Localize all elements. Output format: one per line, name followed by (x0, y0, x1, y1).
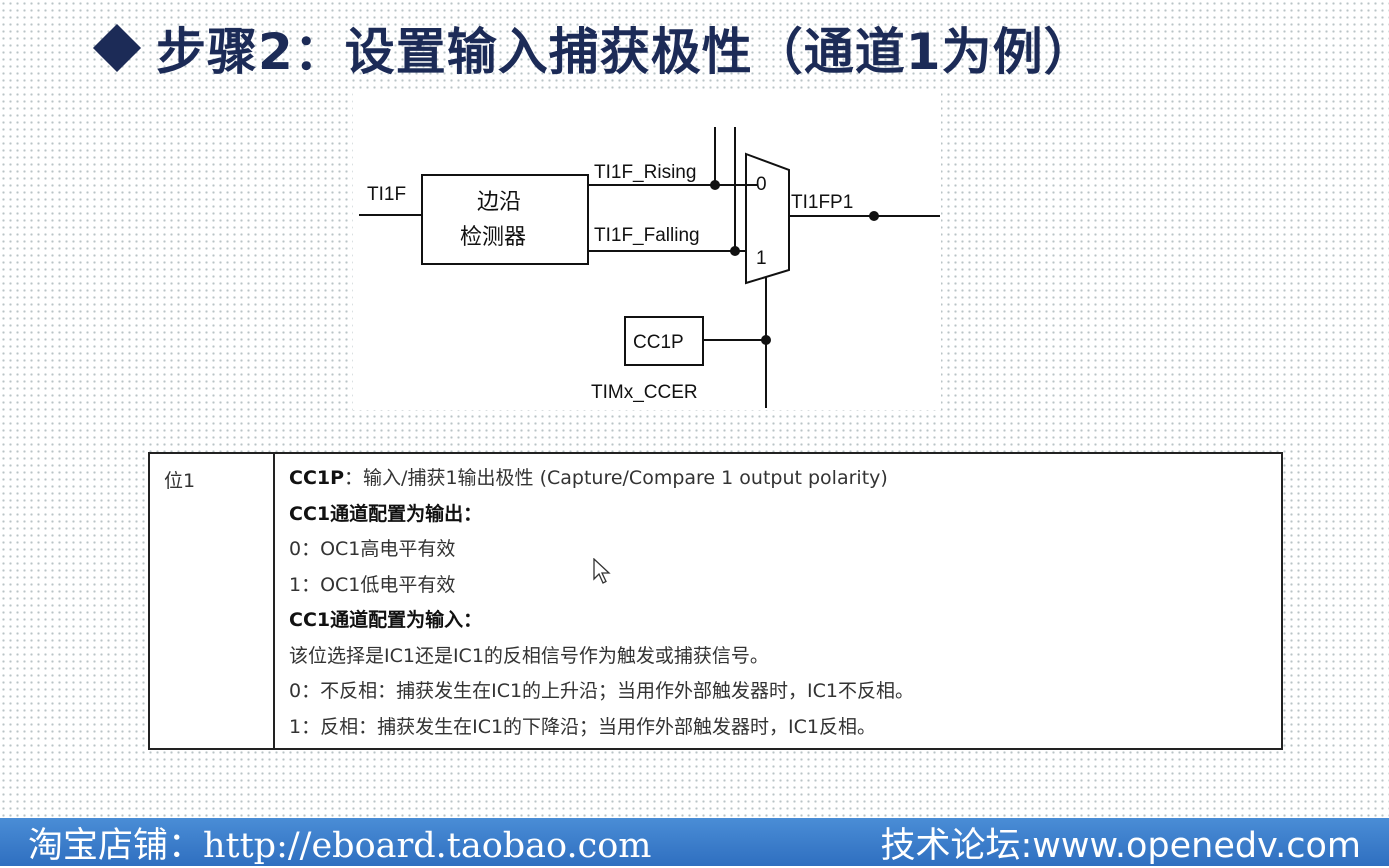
footer-shop-link[interactable]: 淘宝店铺：http://eboard.taobao.com (28, 825, 652, 866)
bit-position-cell: 位1 (150, 454, 275, 748)
description-line: 1：OC1低电平有效 (289, 573, 456, 596)
footer-forum-link[interactable]: 技术论坛:www.openedv.com (880, 825, 1361, 866)
diagram-svg: TI1F 边沿 检测器 TI1F_Rising TI1F_Falling 0 1… (359, 127, 940, 408)
output-label: TI1FP1 (791, 192, 853, 213)
description-line: 0：OC1高电平有效 (289, 538, 456, 560)
diamond-bullet-icon (92, 23, 142, 73)
falling-label: TI1F_Falling (594, 225, 700, 246)
multiplexer (745, 152, 790, 285)
edge-detector-box (421, 174, 589, 265)
register-label: TIMx_CCER (591, 382, 698, 403)
description-line: 该位选择是IC1还是IC1的反相信号作为触发或捕获信号。 (289, 644, 769, 667)
mux-input-1: 1 (756, 248, 767, 269)
junction-dot (730, 246, 740, 256)
register-bit-table: 位1 CC1P：输入/捕获1输出极性 (Capture/Compare 1 ou… (148, 452, 1283, 750)
junction-dot (761, 335, 771, 345)
rising-label: TI1F_Rising (594, 162, 696, 183)
slide-title-text: 步骤2：设置输入捕获极性（通道1为例） (156, 23, 1095, 81)
description-line: 1：反相：捕获发生在IC1的下降沿；当用作外部触发器时，IC1反相。 (289, 715, 877, 738)
description-line: CC1P：输入/捕获1输出极性 (Capture/Compare 1 outpu… (289, 467, 888, 489)
description-line: 0：不反相：捕获发生在IC1的上升沿；当用作外部触发器时，IC1不反相。 (289, 680, 915, 702)
junction-dot (869, 211, 879, 221)
bit-description-cell: CC1P：输入/捕获1输出极性 (Capture/Compare 1 outpu… (289, 464, 1269, 748)
mux-input-0: 0 (756, 174, 767, 195)
input-label: TI1F (367, 184, 406, 205)
mouse-cursor-icon (593, 558, 611, 584)
capture-polarity-diagram: TI1F 边沿 检测器 TI1F_Rising TI1F_Falling 0 1… (353, 92, 941, 410)
footer-bar: 淘宝店铺：http://eboard.taobao.com 技术论坛:www.o… (0, 818, 1389, 866)
slide-title: 步骤2：设置输入捕获极性（通道1为例） (88, 12, 1358, 84)
edge-detector-line1: 边沿 (477, 190, 521, 215)
control-bit-label: CC1P (633, 332, 684, 353)
description-line: CC1通道配置为输出： (289, 502, 483, 525)
edge-detector-line2: 检测器 (460, 225, 526, 250)
junction-dot (710, 180, 720, 190)
description-line: CC1通道配置为输入： (289, 609, 483, 631)
